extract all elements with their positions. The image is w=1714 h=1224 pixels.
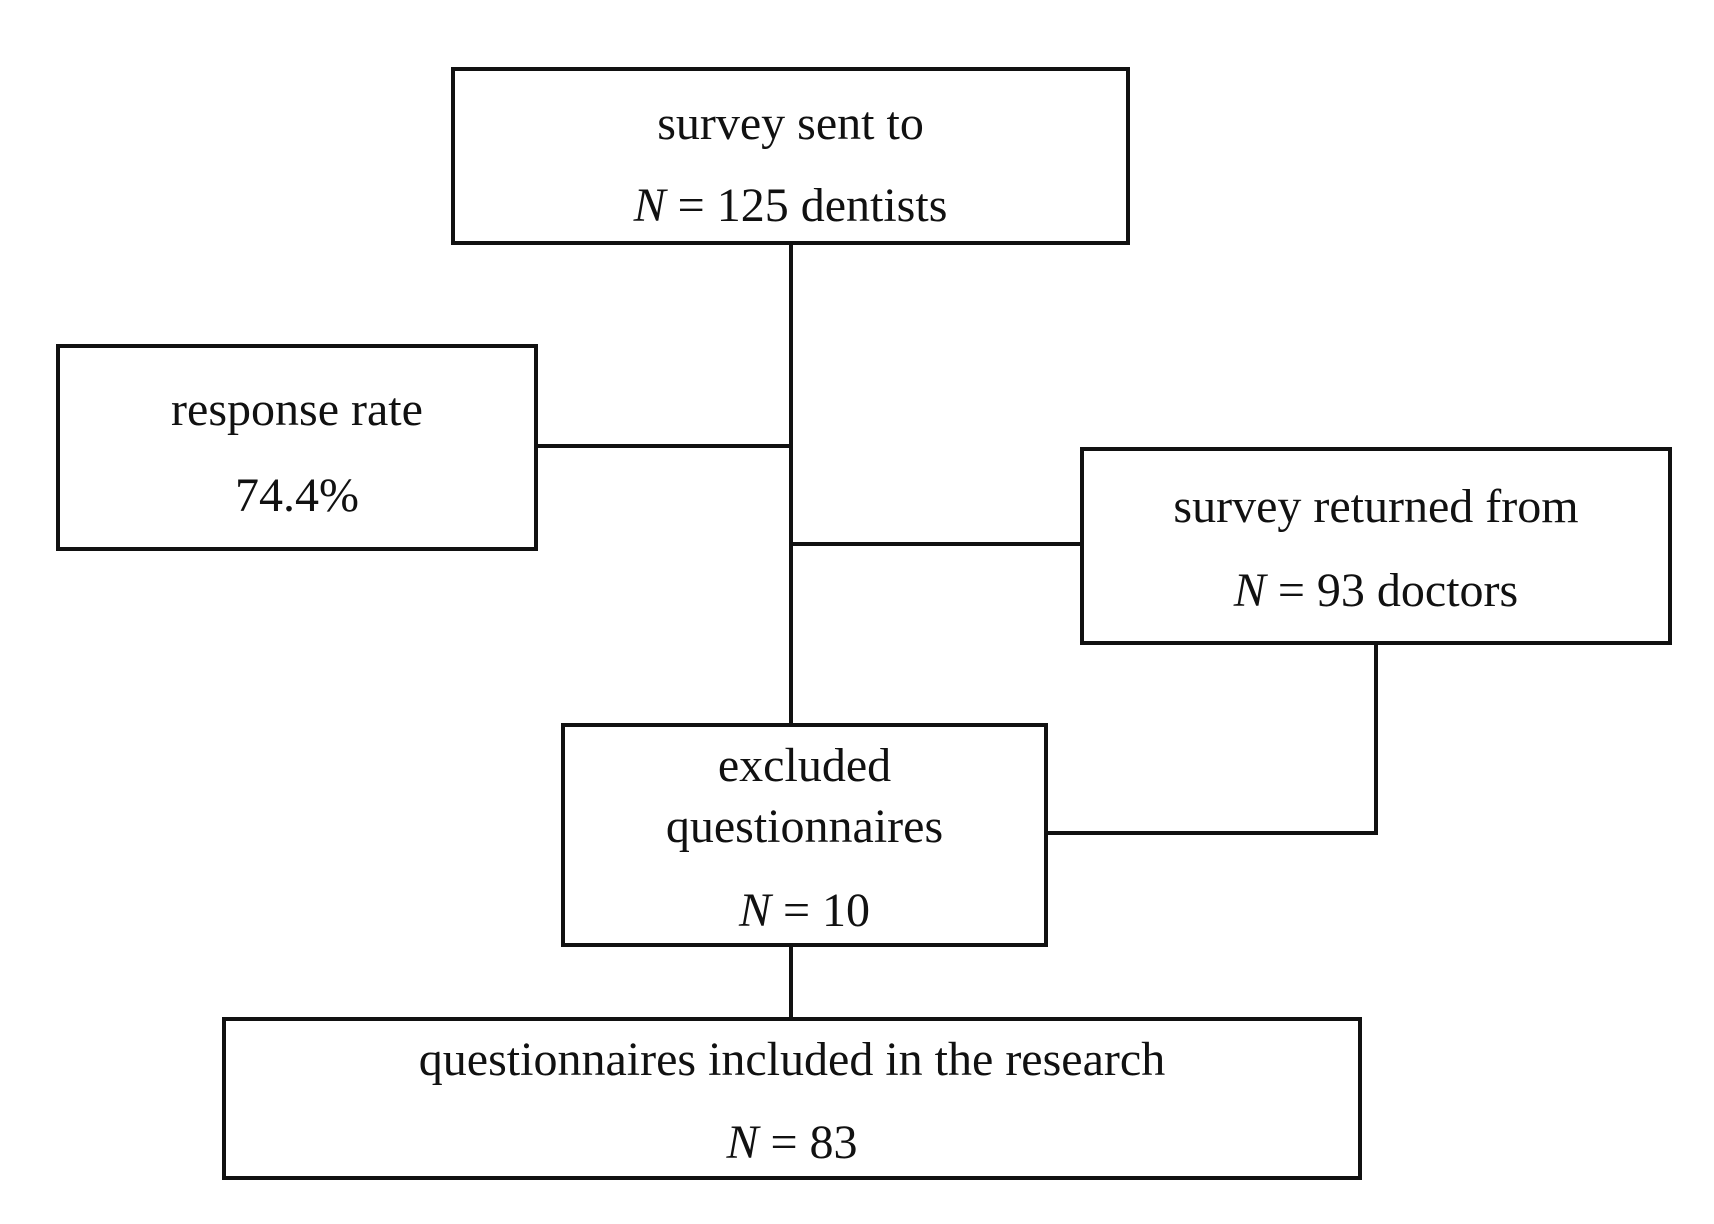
- response-rate-label: response rate: [171, 383, 423, 436]
- n-symbol: N: [738, 884, 771, 937]
- returned-connector: [789, 542, 1082, 546]
- excluded-to-included-connector: [789, 944, 793, 1020]
- survey-returned-count: N = 93 doctors: [1084, 567, 1668, 615]
- excluded-questionnaires-box: excluded questionnaires N = 10: [561, 723, 1048, 947]
- survey-returned-label: survey returned from: [1173, 480, 1579, 533]
- response-rate-value: 74.4%: [235, 469, 359, 522]
- n-symbol: N: [1233, 564, 1266, 617]
- survey-sent-label: survey sent to: [657, 97, 924, 150]
- included-count-text: = 83: [770, 1116, 858, 1169]
- excluded-count: N = 10: [565, 887, 1044, 935]
- excluded-count-text: = 10: [782, 884, 871, 937]
- included-questionnaires-box: questionnaires included in the research …: [222, 1017, 1362, 1180]
- response-connector: [536, 444, 793, 448]
- survey-sent-count: N = 125 dentists: [455, 182, 1126, 230]
- excluded-label: excluded: [717, 739, 892, 792]
- included-label: questionnaires included in the research: [418, 1033, 1166, 1086]
- response-rate-box: response rate 74.4%: [56, 344, 538, 551]
- survey-sent-count-text: = 125 dentists: [677, 179, 948, 232]
- survey-returned-count-text: = 93 doctors: [1277, 564, 1519, 617]
- survey-returned-box: survey returned from N = 93 doctors: [1080, 447, 1672, 645]
- excluded-label-2: questionnaires: [665, 800, 944, 853]
- n-symbol: N: [633, 179, 666, 232]
- included-count: N = 83: [226, 1119, 1358, 1167]
- survey-sent-box: survey sent to N = 125 dentists: [451, 67, 1130, 245]
- n-symbol: N: [726, 1116, 759, 1169]
- returned-down-connector: [1374, 642, 1378, 835]
- returned-to-excluded-connector: [1044, 831, 1378, 835]
- trunk-connector: [789, 244, 793, 726]
